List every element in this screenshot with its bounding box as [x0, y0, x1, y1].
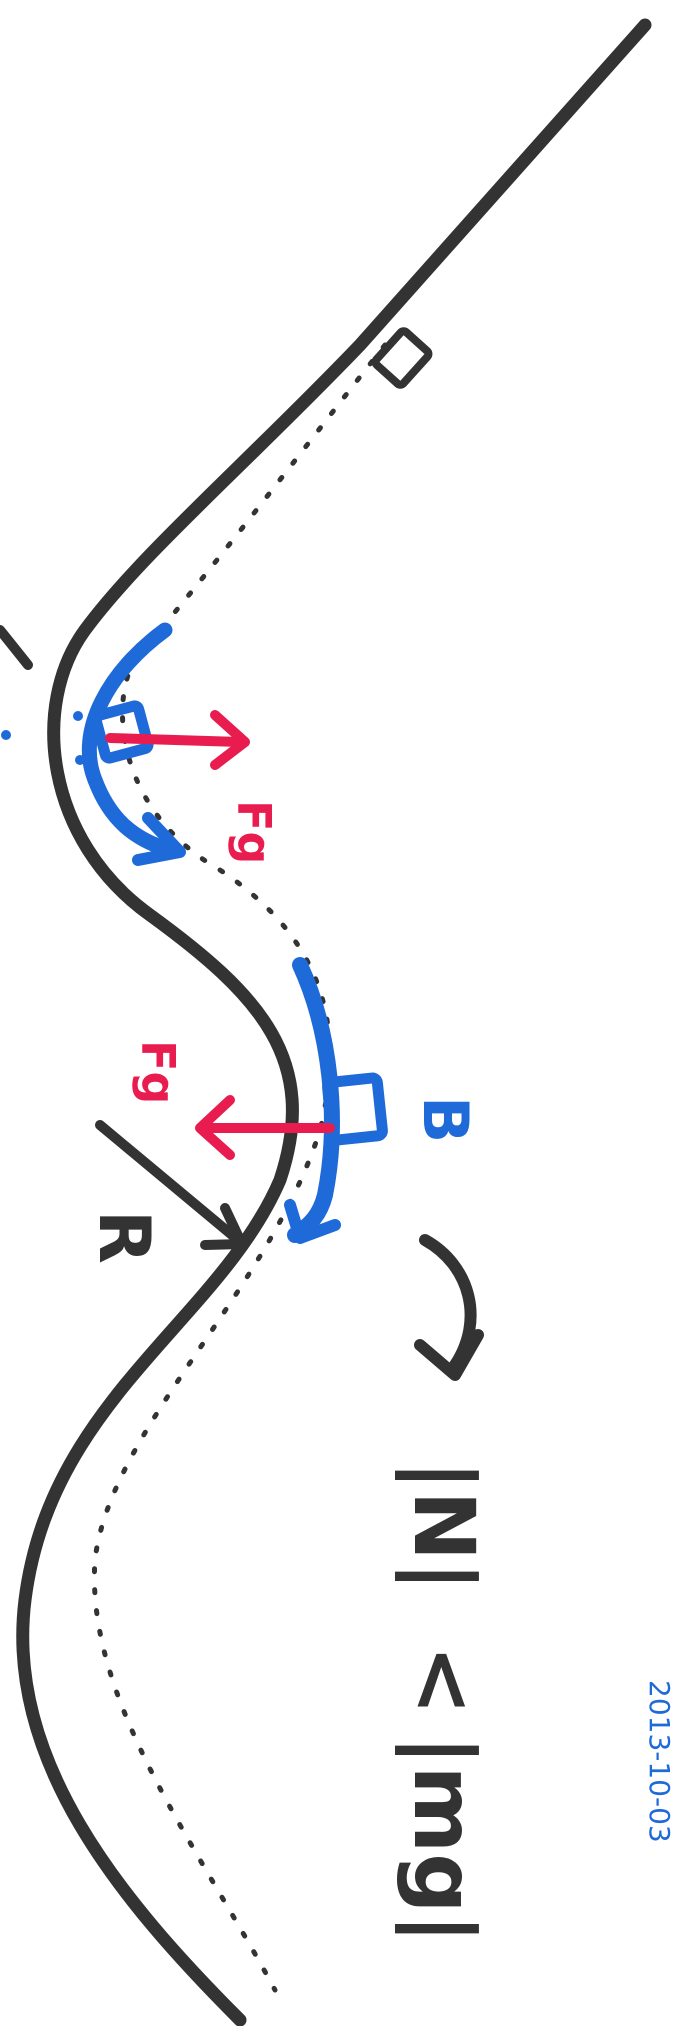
point-b-label: B — [409, 1096, 482, 1143]
cart-lower — [284, 957, 388, 1244]
date-stamp: 2013-10-03 — [643, 1680, 676, 1843]
arrow-icon — [200, 1203, 247, 1250]
implication-arrow — [419, 1234, 477, 1371]
radius-line — [95, 1120, 243, 1245]
edge-dot — [1, 730, 11, 740]
velocity-arrow-upper — [81, 622, 178, 858]
force-label-upper: Fg — [227, 800, 281, 864]
cart-top — [371, 327, 433, 389]
arrow-icon — [195, 1095, 235, 1160]
velocity-arrow-lower — [287, 957, 340, 1243]
radius-indicator: R — [83, 1120, 247, 1264]
track-curve — [16, 18, 652, 2026]
cart-upper — [1, 622, 186, 866]
force-shaft — [105, 733, 245, 747]
cart-upper-body — [90, 700, 154, 764]
arrow-icon — [284, 1199, 341, 1244]
radius-label: R — [83, 1210, 165, 1264]
arrow-icon — [414, 1329, 484, 1381]
less-than-sign: < — [395, 1645, 493, 1715]
edge-mark — [0, 625, 33, 670]
inequality-normal: |N| — [395, 1460, 493, 1592]
wheel — [73, 711, 83, 721]
wheel — [75, 755, 85, 765]
inequality: |N| < |mg| — [395, 1460, 493, 1944]
force-label-lower: Fg — [131, 1040, 185, 1104]
inequality-mg: |mg| — [395, 1735, 493, 1944]
curved-arrow-icon — [414, 1234, 484, 1381]
cart-path — [91, 342, 388, 1993]
arrow-icon — [132, 812, 186, 866]
cart-lower-body — [322, 1072, 388, 1146]
arrow-icon — [210, 710, 250, 770]
gravity-arrow-lower: Fg — [131, 1040, 335, 1160]
gravity-arrow-upper: Fg — [105, 710, 281, 864]
